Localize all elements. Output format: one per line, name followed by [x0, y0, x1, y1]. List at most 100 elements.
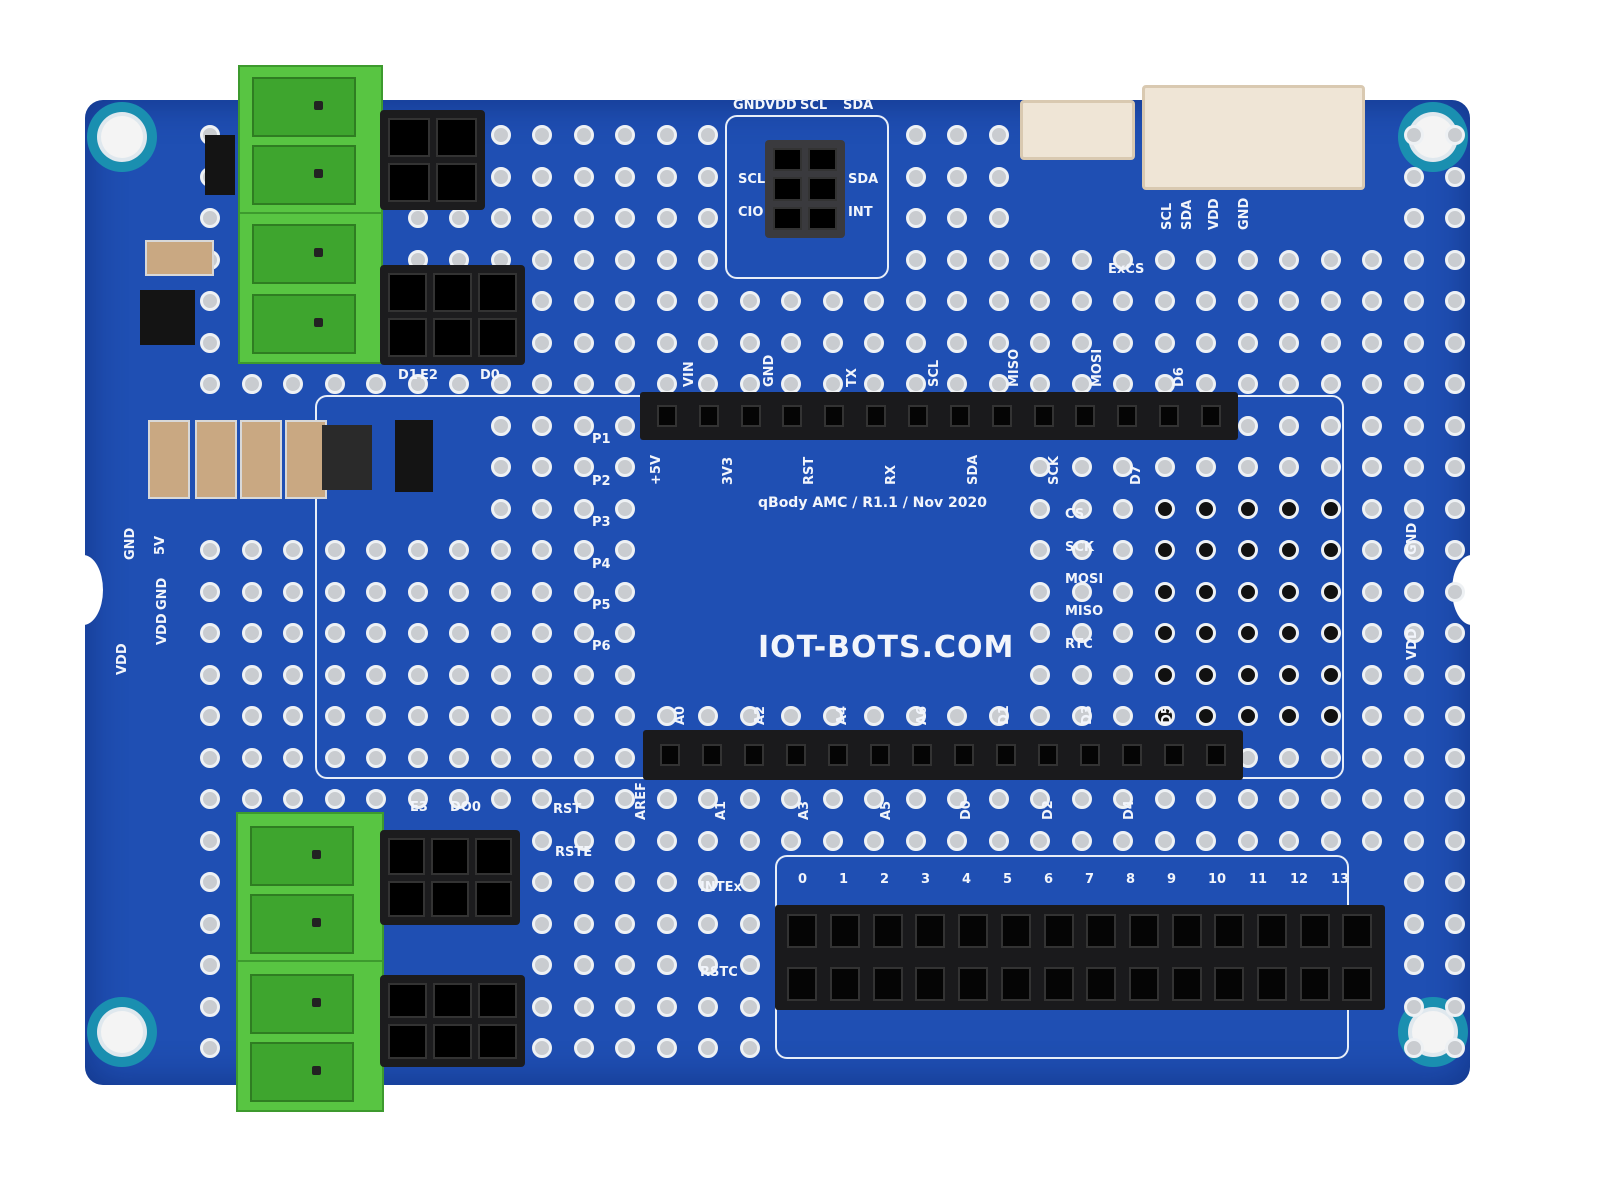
perfboard-hole	[615, 291, 635, 311]
perfboard-hole	[1237, 457, 1258, 477]
perfboard-hole	[1196, 706, 1216, 726]
perfboard-hole	[739, 830, 760, 851]
perfboard-hole	[698, 208, 718, 228]
perfboard-hole	[1030, 457, 1050, 477]
rst-label: RST	[553, 802, 582, 817]
perfboard-hole	[1362, 706, 1382, 726]
perfboard-hole	[1320, 332, 1341, 353]
perfboard-hole	[1113, 540, 1133, 560]
perfboard-hole	[698, 830, 718, 851]
header-socket	[1128, 966, 1159, 1001]
perfboard-hole	[1362, 789, 1382, 809]
perfboard-hole	[1154, 332, 1175, 353]
regulator	[205, 135, 235, 195]
perfboard-hole	[1279, 540, 1299, 560]
perfboard-hole	[1320, 706, 1341, 726]
perfboard-hole	[698, 789, 718, 809]
p-label: P1	[592, 432, 611, 447]
perfboard-hole	[1362, 540, 1382, 560]
perfboard-hole	[573, 706, 594, 726]
perfboard-hole	[864, 332, 884, 353]
pin-label: A1	[714, 800, 729, 820]
perfboard-hole	[1445, 872, 1465, 892]
perfboard-hole	[532, 415, 552, 436]
perfboard-hole	[1113, 291, 1133, 311]
header-socket	[782, 405, 803, 427]
perfboard-hole	[1279, 457, 1299, 477]
perfboard-hole	[947, 332, 967, 353]
perfboard-hole	[407, 706, 428, 726]
perfboard-hole	[1403, 332, 1424, 353]
perfboard-hole	[1030, 664, 1050, 685]
perfboard-hole	[1403, 291, 1424, 311]
capacitor	[195, 420, 237, 499]
perfboard-hole	[532, 166, 552, 187]
perfboard-hole	[366, 374, 386, 394]
capacitor	[240, 420, 282, 499]
pin-label: D1	[997, 705, 1012, 725]
perfboard-hole	[1113, 374, 1133, 394]
perfboard-hole	[781, 830, 801, 851]
perfboard-hole	[573, 623, 594, 643]
perfboard-hole	[1445, 789, 1465, 809]
perfboard-hole	[1071, 332, 1092, 353]
perfboard-hole	[407, 208, 428, 228]
perfboard-hole	[1445, 1038, 1465, 1058]
perfboard-hole	[366, 747, 386, 768]
perfboard-hole	[905, 332, 926, 353]
perfboard-hole	[573, 125, 594, 145]
perfboard-hole	[1403, 664, 1424, 685]
perfboard-hole	[615, 747, 635, 768]
perfboard-hole	[532, 996, 552, 1017]
perfboard-hole	[1071, 830, 1092, 851]
digital-pin-number: 5	[1003, 872, 1013, 887]
perfboard-hole	[739, 1038, 760, 1058]
perfboard-hole	[449, 208, 469, 228]
perfboard-hole	[532, 374, 552, 394]
jumper-label: DO0	[450, 800, 481, 815]
perfboard-hole	[532, 125, 552, 145]
perfboard-hole	[698, 166, 718, 187]
perfboard-hole	[324, 623, 345, 643]
perfboard-hole	[988, 374, 1009, 394]
perfboard-hole	[1403, 747, 1424, 768]
digital-pin-number: 11	[1249, 872, 1268, 887]
perfboard-hole	[532, 540, 552, 560]
perfboard-hole	[905, 208, 926, 228]
perfboard-hole	[1279, 747, 1299, 768]
pin-label: SCK	[1047, 456, 1062, 485]
perfboard-hole	[1445, 664, 1465, 685]
perfboard-hole	[1362, 374, 1382, 394]
perfboard-hole	[200, 623, 220, 643]
perfboard-hole	[573, 581, 594, 602]
perfboard-hole	[1196, 332, 1216, 353]
perfboard-hole	[1403, 789, 1424, 809]
perfboard-hole	[1279, 374, 1299, 394]
mounting-hole	[87, 997, 157, 1067]
perfboard-hole	[1237, 830, 1258, 851]
perfboard-hole	[1196, 623, 1216, 643]
perfboard-hole	[324, 789, 345, 809]
perfboard-hole	[698, 913, 718, 934]
perfboard-hole	[200, 332, 220, 353]
pin-label: D2	[1041, 800, 1056, 820]
perfboard-hole	[1279, 706, 1299, 726]
perfboard-hole	[698, 872, 718, 892]
perfboard-hole	[532, 913, 552, 934]
perfboard-hole	[490, 581, 511, 602]
jumper-block	[380, 975, 525, 1067]
perfboard-hole	[366, 623, 386, 643]
perfboard-hole	[905, 125, 926, 145]
perfboard-hole	[656, 706, 677, 726]
perfboard-hole	[864, 706, 884, 726]
perfboard-hole	[449, 747, 469, 768]
perfboard-hole	[615, 706, 635, 726]
perfboard-hole	[615, 125, 635, 145]
pin-label: RX	[884, 464, 899, 485]
perfboard-hole	[1071, 623, 1092, 643]
perfboard-hole	[615, 913, 635, 934]
pin-label: AREF	[634, 782, 649, 820]
perfboard-hole	[822, 706, 843, 726]
digital-pin-number: 4	[962, 872, 972, 887]
header-socket	[744, 744, 764, 766]
